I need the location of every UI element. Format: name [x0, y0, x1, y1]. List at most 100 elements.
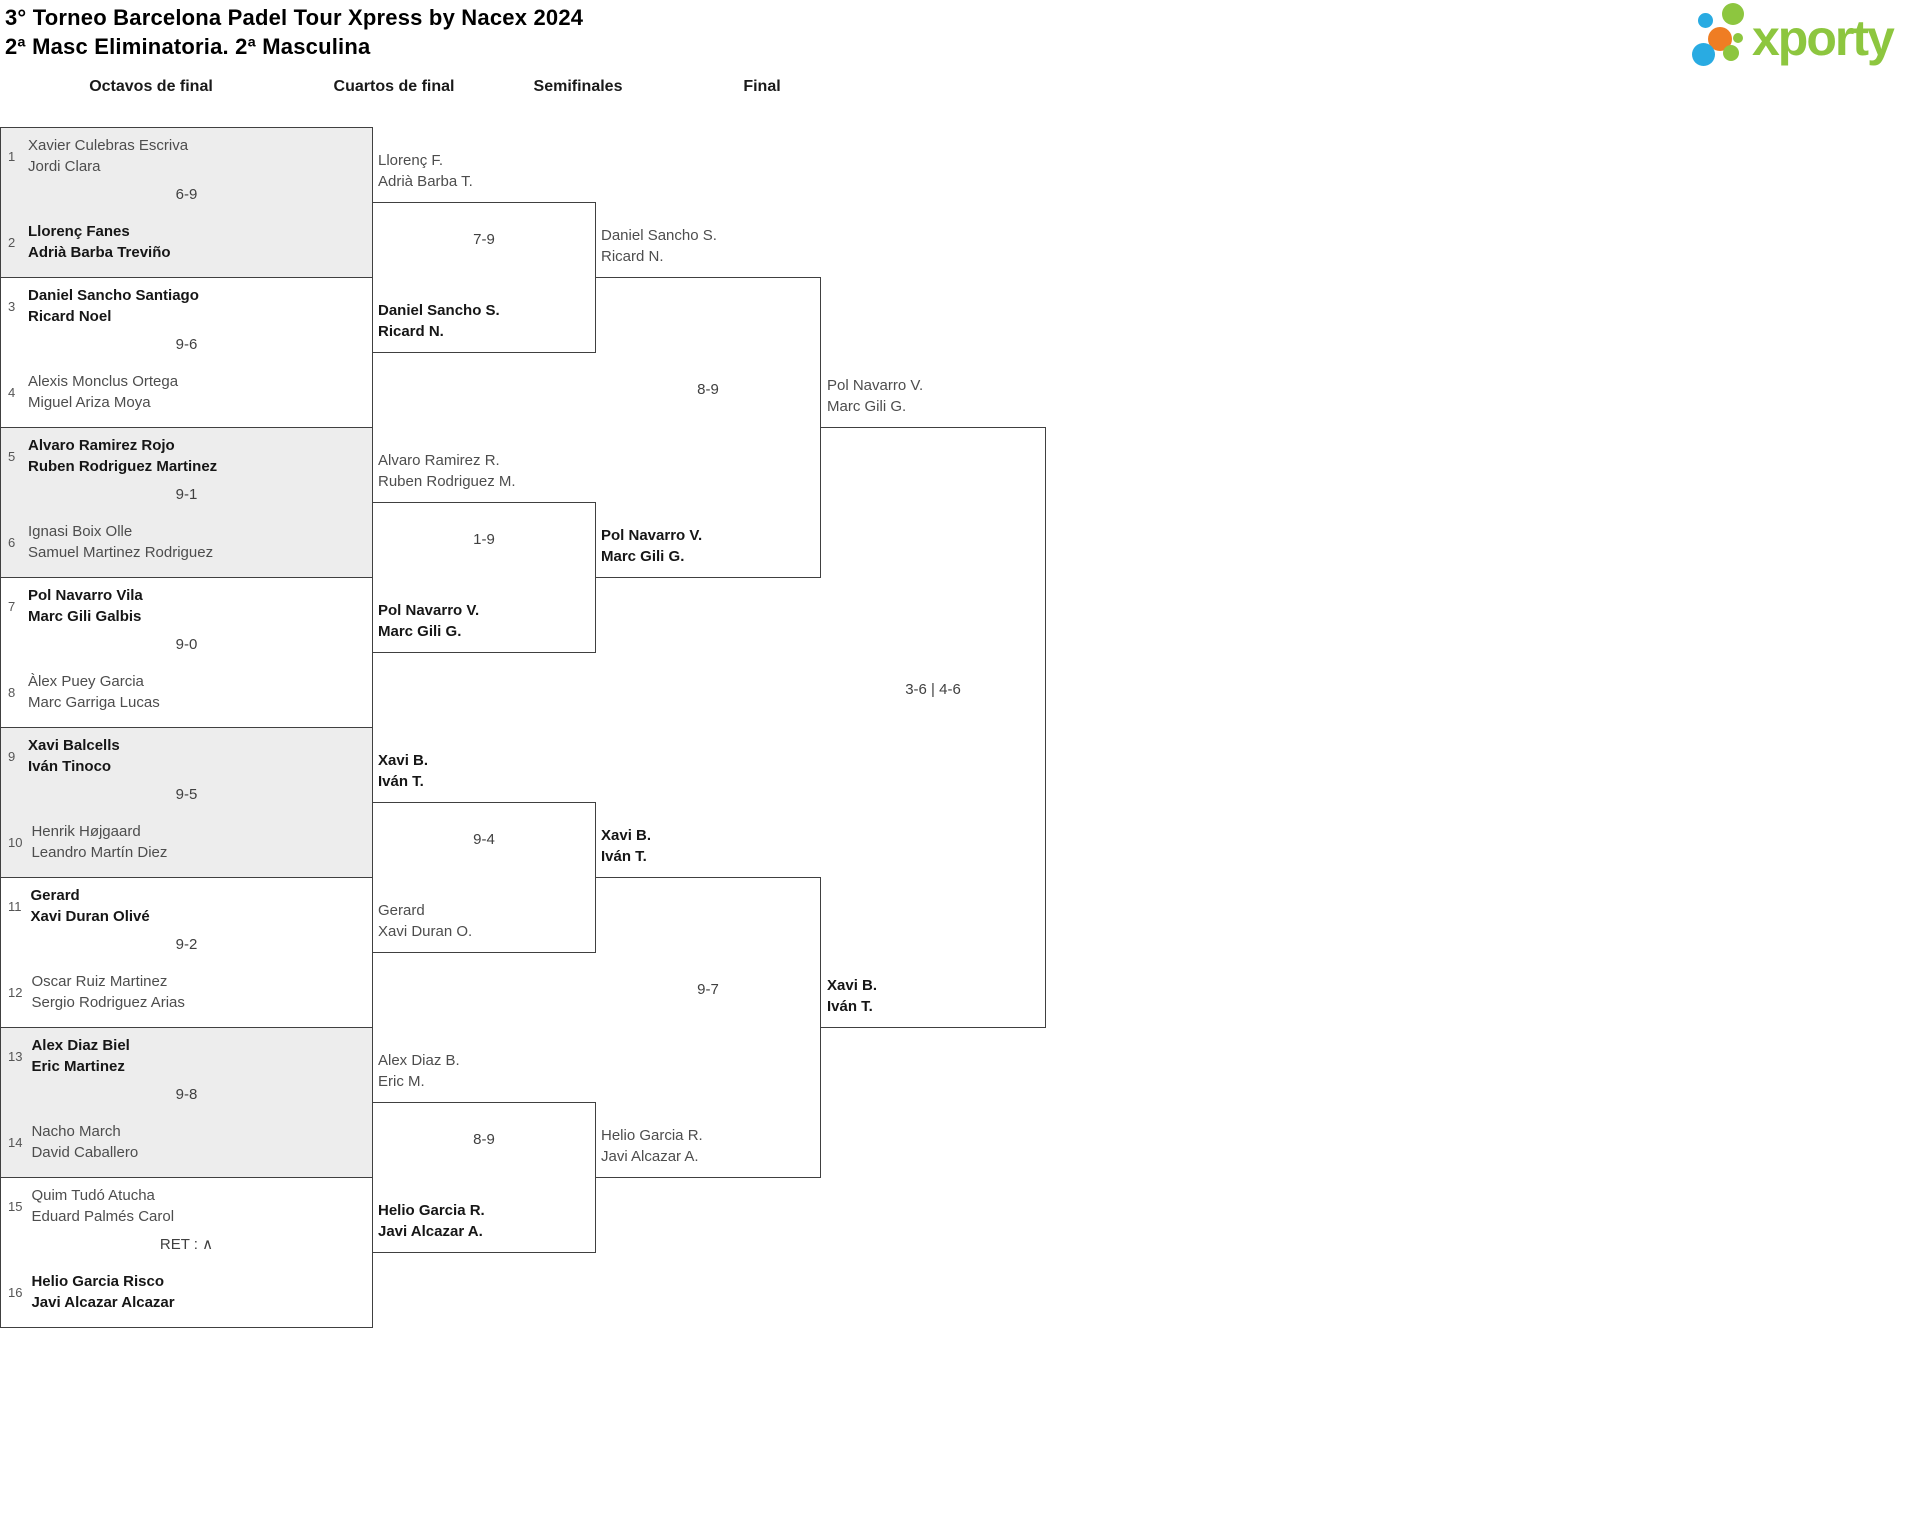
player-name: Marc Garriga Lucas — [28, 694, 160, 711]
team-slot: 9 Xavi Balcells Iván Tinoco — [8, 735, 120, 777]
team-names: Alexis Monclus Ortega Miguel Ariza Moya — [28, 371, 178, 413]
team-slot: 13 Alex Diaz Biel Eric Martinez — [8, 1035, 130, 1077]
qf2-team-b: Pol Navarro V. Marc Gili G. — [378, 600, 479, 642]
player-name: Ruben Rodriguez Martinez — [28, 458, 218, 475]
player-name: Nacho March — [31, 1123, 121, 1140]
team-slot: 10 Henrik Højgaard Leandro Martín Diez — [8, 821, 167, 863]
qf3-team-a: Xavi B. Iván T. — [378, 750, 428, 792]
player-name: Helio Garcia Risco — [31, 1273, 165, 1290]
team-slot: 1 Xavier Culebras Escriva Jordi Clara — [8, 135, 188, 177]
player-name: Xavi Duran O. — [378, 923, 473, 940]
team-names: Quim Tudó Atucha Eduard Palmés Carol — [31, 1185, 174, 1227]
sf1-team-a: Daniel Sancho S. Ricard N. — [601, 225, 717, 267]
player-name: Marc Gili G. — [378, 623, 462, 640]
seed-number: 2 — [8, 234, 16, 250]
player-name: Iván T. — [827, 998, 873, 1015]
player-name: Eduard Palmés Carol — [31, 1208, 175, 1225]
player-name: Henrik Højgaard — [31, 823, 141, 840]
player-name: Iván T. — [601, 848, 647, 865]
player-name: Xavi Duran Olivé — [30, 908, 150, 925]
player-name: Ricard Noel — [28, 308, 112, 325]
player-name: Àlex Puey Garcia — [28, 673, 144, 690]
team-names: Alex Diaz Biel Eric Martinez — [31, 1035, 129, 1077]
team-names: Llorenç Fanes Adrià Barba Treviño — [28, 221, 171, 263]
player-name: Helio Garcia R. — [378, 1202, 485, 1219]
player-name: Daniel Sancho Santiago — [28, 287, 199, 304]
player-name: Xavi B. — [827, 977, 878, 994]
player-name: Adrià Barba Treviño — [28, 244, 171, 261]
player-name: Eric M. — [378, 1073, 425, 1090]
player-name: Xavi B. — [378, 752, 429, 769]
player-name: Marc Gili G. — [601, 548, 685, 565]
team-slot: 12 Oscar Ruiz Martinez Sergio Rodriguez … — [8, 971, 185, 1013]
player-name: Xavi B. — [601, 827, 652, 844]
qf3-score: 9-4 — [473, 831, 495, 848]
of-match-1: 1 Xavier Culebras Escriva Jordi Clara 6-… — [0, 127, 373, 278]
player-name: Javi Alcazar A. — [601, 1148, 699, 1165]
category-subtitle: 2ª Masc Eliminatoria. 2ª Masculina — [5, 34, 371, 59]
player-name: Pol Navarro V. — [827, 377, 924, 394]
player-name: Jordi Clara — [28, 158, 101, 175]
of-match-7: 13 Alex Diaz Biel Eric Martinez 9-8 14 N… — [0, 1027, 373, 1178]
player-name: Iván T. — [378, 773, 424, 790]
match-score: 9-8 — [175, 1086, 198, 1103]
player-name: Oscar Ruiz Martinez — [31, 973, 168, 990]
seed-number: 10 — [8, 834, 23, 850]
qf4-score: 8-9 — [473, 1131, 495, 1148]
team-names: Àlex Puey Garcia Marc Garriga Lucas — [28, 671, 160, 713]
qf1-score: 7-9 — [473, 231, 495, 248]
player-name: Ignasi Boix Olle — [28, 523, 133, 540]
team-names: Ignasi Boix Olle Samuel Martinez Rodrigu… — [28, 521, 213, 563]
qf2-score: 1-9 — [473, 531, 495, 548]
player-name: Gerard — [378, 902, 425, 919]
player-name: Alvaro Ramirez Rojo — [28, 437, 175, 454]
of-match-3: 5 Alvaro Ramirez Rojo Ruben Rodriguez Ma… — [0, 427, 373, 578]
match-score: 9-1 — [175, 486, 198, 503]
player-name: Samuel Martinez Rodriguez — [28, 544, 214, 561]
sf2-score: 9-7 — [697, 981, 719, 998]
team-slot: 16 Helio Garcia Risco Javi Alcazar Alcaz… — [8, 1271, 175, 1313]
qf2-team-a: Alvaro Ramirez R. Ruben Rodriguez M. — [378, 450, 516, 492]
logo-dot-green-small-icon — [1723, 45, 1739, 61]
xporty-logo: xporty — [1690, 0, 1920, 75]
of-match-2: 3 Daniel Sancho Santiago Ricard Noel 9-6… — [0, 277, 373, 428]
player-name: Alex Diaz B. — [378, 1052, 460, 1069]
seed-number: 8 — [8, 684, 16, 700]
logo-dot-blue-small-icon — [1698, 13, 1713, 28]
team-slot: 3 Daniel Sancho Santiago Ricard Noel — [8, 285, 199, 327]
match-score: 6-9 — [175, 186, 198, 203]
player-name: Llorenç F. — [378, 152, 444, 169]
player-name: Javi Alcazar Alcazar — [31, 1294, 175, 1311]
tournament-title: 3° Torneo Barcelona Padel Tour Xpress by… — [5, 5, 584, 30]
player-name: Sergio Rodriguez Arias — [31, 994, 185, 1011]
team-names: Helio Garcia Risco Javi Alcazar Alcazar — [31, 1271, 174, 1313]
player-name: Marc Gili G. — [827, 398, 907, 415]
team-names: Daniel Sancho Santiago Ricard Noel — [28, 285, 199, 327]
player-name: Pol Navarro V. — [601, 527, 703, 544]
seed-number: 16 — [8, 1284, 23, 1300]
team-slot: 2 Llorenç Fanes Adrià Barba Treviño — [8, 221, 171, 263]
seed-number: 11 — [8, 898, 22, 914]
of-match-4: 7 Pol Navarro Vila Marc Gili Galbis 9-0 … — [0, 577, 373, 728]
player-name: Ricard N. — [378, 323, 444, 340]
player-name: Quim Tudó Atucha — [31, 1187, 155, 1204]
round-header-cuartos: Cuartos de final — [333, 78, 455, 95]
player-name: Pol Navarro Vila — [28, 587, 143, 604]
player-name: Marc Gili Galbis — [28, 608, 142, 625]
round-header-octavos: Octavos de final — [89, 78, 213, 95]
of-match-5: 9 Xavi Balcells Iván Tinoco 9-5 10 Henri… — [0, 727, 373, 878]
logo-dot-blue-large-icon — [1692, 43, 1715, 66]
player-name: Alexis Monclus Ortega — [28, 373, 179, 390]
seed-number: 6 — [8, 534, 16, 550]
qf1-team-a: Llorenç F. Adrià Barba T. — [378, 150, 473, 192]
match-score: 9-2 — [175, 936, 198, 953]
of-match-6: 11 Gerard Xavi Duran Olivé 9-2 12 Oscar … — [0, 877, 373, 1028]
sf1-team-b: Pol Navarro V. Marc Gili G. — [601, 525, 702, 567]
player-name: Gerard — [30, 887, 80, 904]
team-slot: 5 Alvaro Ramirez Rojo Ruben Rodriguez Ma… — [8, 435, 217, 477]
player-name: Javi Alcazar A. — [378, 1223, 483, 1240]
final-box — [820, 427, 1046, 1028]
player-name: Xavier Culebras Escriva — [28, 137, 189, 154]
seed-number: 3 — [8, 298, 16, 314]
player-name: Adrià Barba T. — [378, 173, 473, 190]
